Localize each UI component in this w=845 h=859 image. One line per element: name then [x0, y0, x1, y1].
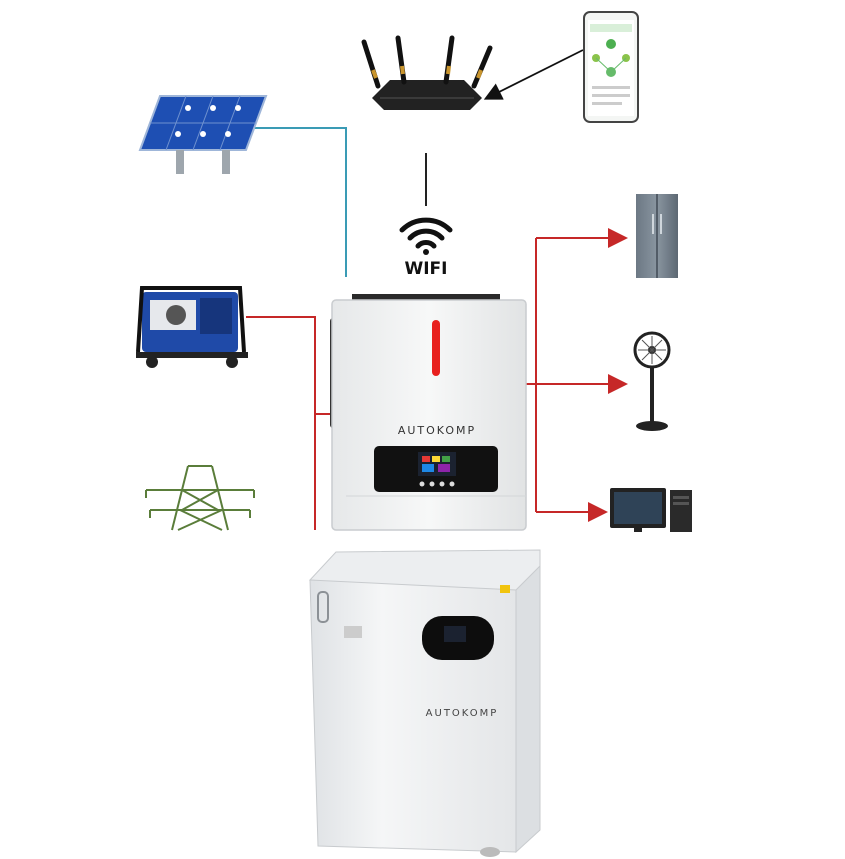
battery-warning-sticker [500, 585, 510, 593]
inverter-status-light [432, 320, 440, 376]
pv-connection-line [252, 127, 347, 277]
router-icon [361, 35, 493, 110]
generator-icon [136, 286, 248, 368]
power-pylon-icon [145, 465, 255, 531]
inverter-button-3[interactable] [439, 481, 445, 487]
inverter-brand-label: AUTOKOMP [398, 424, 476, 437]
wifi-label: WIFI [404, 259, 447, 279]
standing-fan-icon [633, 331, 671, 431]
wifi-icon [399, 217, 453, 255]
generator-connection-line [246, 316, 316, 530]
battery-handle[interactable] [317, 591, 329, 623]
inverter-button-1[interactable] [419, 481, 425, 487]
refrigerator-icon [636, 194, 678, 278]
smartphone-icon [583, 11, 639, 123]
battery-brand-label: AUTOKOMP [426, 708, 499, 719]
desktop-computer-icon [610, 488, 692, 532]
inverter-unit: AUTOKOMP [330, 294, 527, 531]
phone-to-router-arrow [483, 49, 584, 100]
inverter-button-4[interactable] [449, 481, 455, 487]
inverter-button-2[interactable] [429, 481, 435, 487]
solar-panel-icon [138, 95, 268, 174]
battery-cabinet: AUTOKOMP [308, 549, 541, 857]
